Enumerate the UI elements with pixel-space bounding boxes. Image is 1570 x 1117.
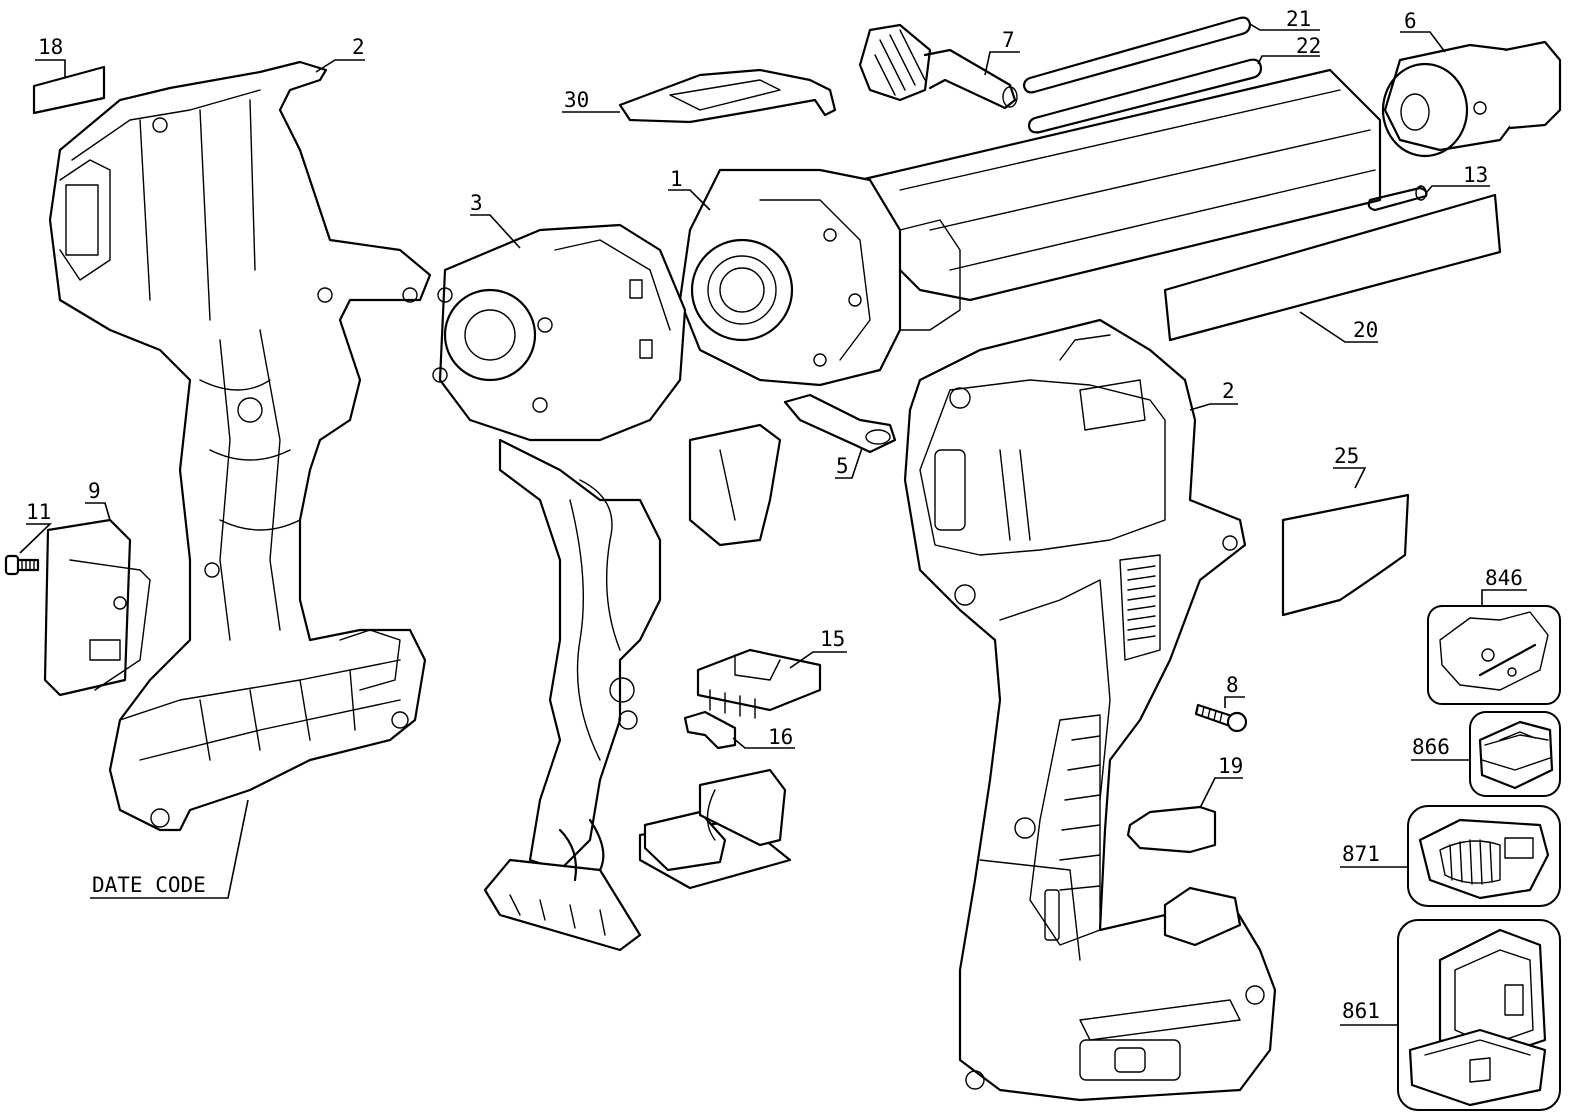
- part-3-motor-assembly: [432, 223, 782, 952]
- callout-22: 22: [1296, 34, 1321, 58]
- part-846-hardware-kit: [1427, 605, 1561, 705]
- part-8-screw: [1194, 703, 1248, 733]
- part-861-kit-box: [1397, 919, 1561, 1111]
- part-25-label: [1281, 493, 1410, 617]
- part-9-belt-clip: [43, 518, 151, 697]
- part-21-rod: [1022, 16, 1252, 94]
- callout-15: 15: [820, 627, 845, 651]
- callout-9: 9: [88, 479, 101, 503]
- part-18-label-plate: [32, 65, 106, 115]
- callout-2-left: 2: [352, 35, 365, 59]
- callout-846: 846: [1485, 566, 1523, 590]
- part-11-screw: [4, 554, 40, 576]
- callout-20: 20: [1353, 318, 1378, 342]
- part-1-gear-case: [678, 68, 1382, 387]
- part-30-bracket: [618, 68, 837, 124]
- control-board: [638, 768, 792, 890]
- callout-2-right: 2: [1222, 379, 1235, 403]
- callout-8: 8: [1226, 673, 1239, 697]
- part-13-pin: [1367, 185, 1428, 212]
- callout-861: 861: [1342, 999, 1380, 1023]
- callout-25: 25: [1334, 444, 1359, 468]
- callout-871: 871: [1342, 842, 1380, 866]
- part-19-pad: [1126, 805, 1217, 854]
- callout-18: 18: [38, 35, 63, 59]
- leader-lines: [19, 23, 1527, 1026]
- part-5-spring-clip: [783, 393, 897, 454]
- part-871-charger: [1407, 805, 1561, 907]
- part-2-housing-right: [903, 318, 1277, 1102]
- callout-30: 30: [564, 88, 589, 112]
- callout-1: 1: [670, 167, 683, 191]
- callout-16: 16: [768, 725, 793, 749]
- callout-6: 6: [1404, 9, 1417, 33]
- callout-11: 11: [26, 500, 51, 524]
- part-20-label-strip: [1163, 193, 1502, 342]
- callout-labels: 18 2 30 7 21 22 6 1 3 13 20 2 5 25 11 9 …: [26, 7, 1523, 1023]
- callout-5: 5: [836, 454, 849, 478]
- part-16-spring: [683, 710, 737, 750]
- callout-21: 21: [1286, 7, 1311, 31]
- callout-13: 13: [1463, 163, 1488, 187]
- callout-19: 19: [1218, 754, 1243, 778]
- part-866-battery-pack: [1469, 711, 1561, 797]
- date-code-label: DATE CODE: [92, 873, 206, 897]
- callout-7: 7: [1002, 28, 1015, 52]
- part-22-rod: [1027, 58, 1263, 134]
- part-6-collar: [1381, 40, 1562, 158]
- part-7-adjuster-knob: [858, 23, 1018, 110]
- callout-866: 866: [1412, 735, 1450, 759]
- part-15-switch-cap: [696, 648, 822, 719]
- part-2-housing-left: [48, 60, 432, 832]
- callout-3: 3: [470, 191, 483, 215]
